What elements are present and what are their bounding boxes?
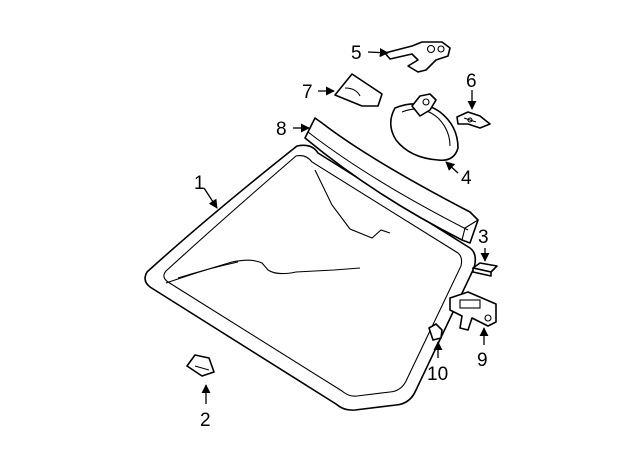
leader-5 [367, 48, 389, 58]
callout-9: 9 [477, 350, 488, 371]
retainer-pin [428, 323, 443, 341]
callout-8: 8 [276, 119, 287, 140]
mirror-bracket [384, 41, 451, 73]
mirror-clip [456, 111, 491, 129]
callout-4: 4 [461, 168, 472, 189]
callout-labels: 1 2 3 4 5 6 7 8 9 10 [194, 43, 489, 431]
upper-molding [304, 117, 479, 244]
callout-6: 6 [466, 71, 477, 92]
callout-5: 5 [351, 43, 362, 64]
windshield-glass [144, 144, 477, 411]
spacer-block [472, 262, 498, 277]
windshield-clip [186, 354, 215, 377]
leader-lines [201, 48, 490, 404]
callout-10: 10 [427, 364, 448, 385]
callout-1: 1 [194, 173, 205, 194]
callout-2: 2 [200, 410, 211, 431]
leader-1 [203, 187, 218, 209]
callout-7: 7 [302, 82, 313, 103]
rear-view-mirror [389, 93, 459, 162]
leader-4 [445, 161, 459, 174]
sensor-bracket [449, 291, 497, 331]
mirror-cover [334, 73, 383, 107]
callout-3: 3 [478, 227, 489, 248]
